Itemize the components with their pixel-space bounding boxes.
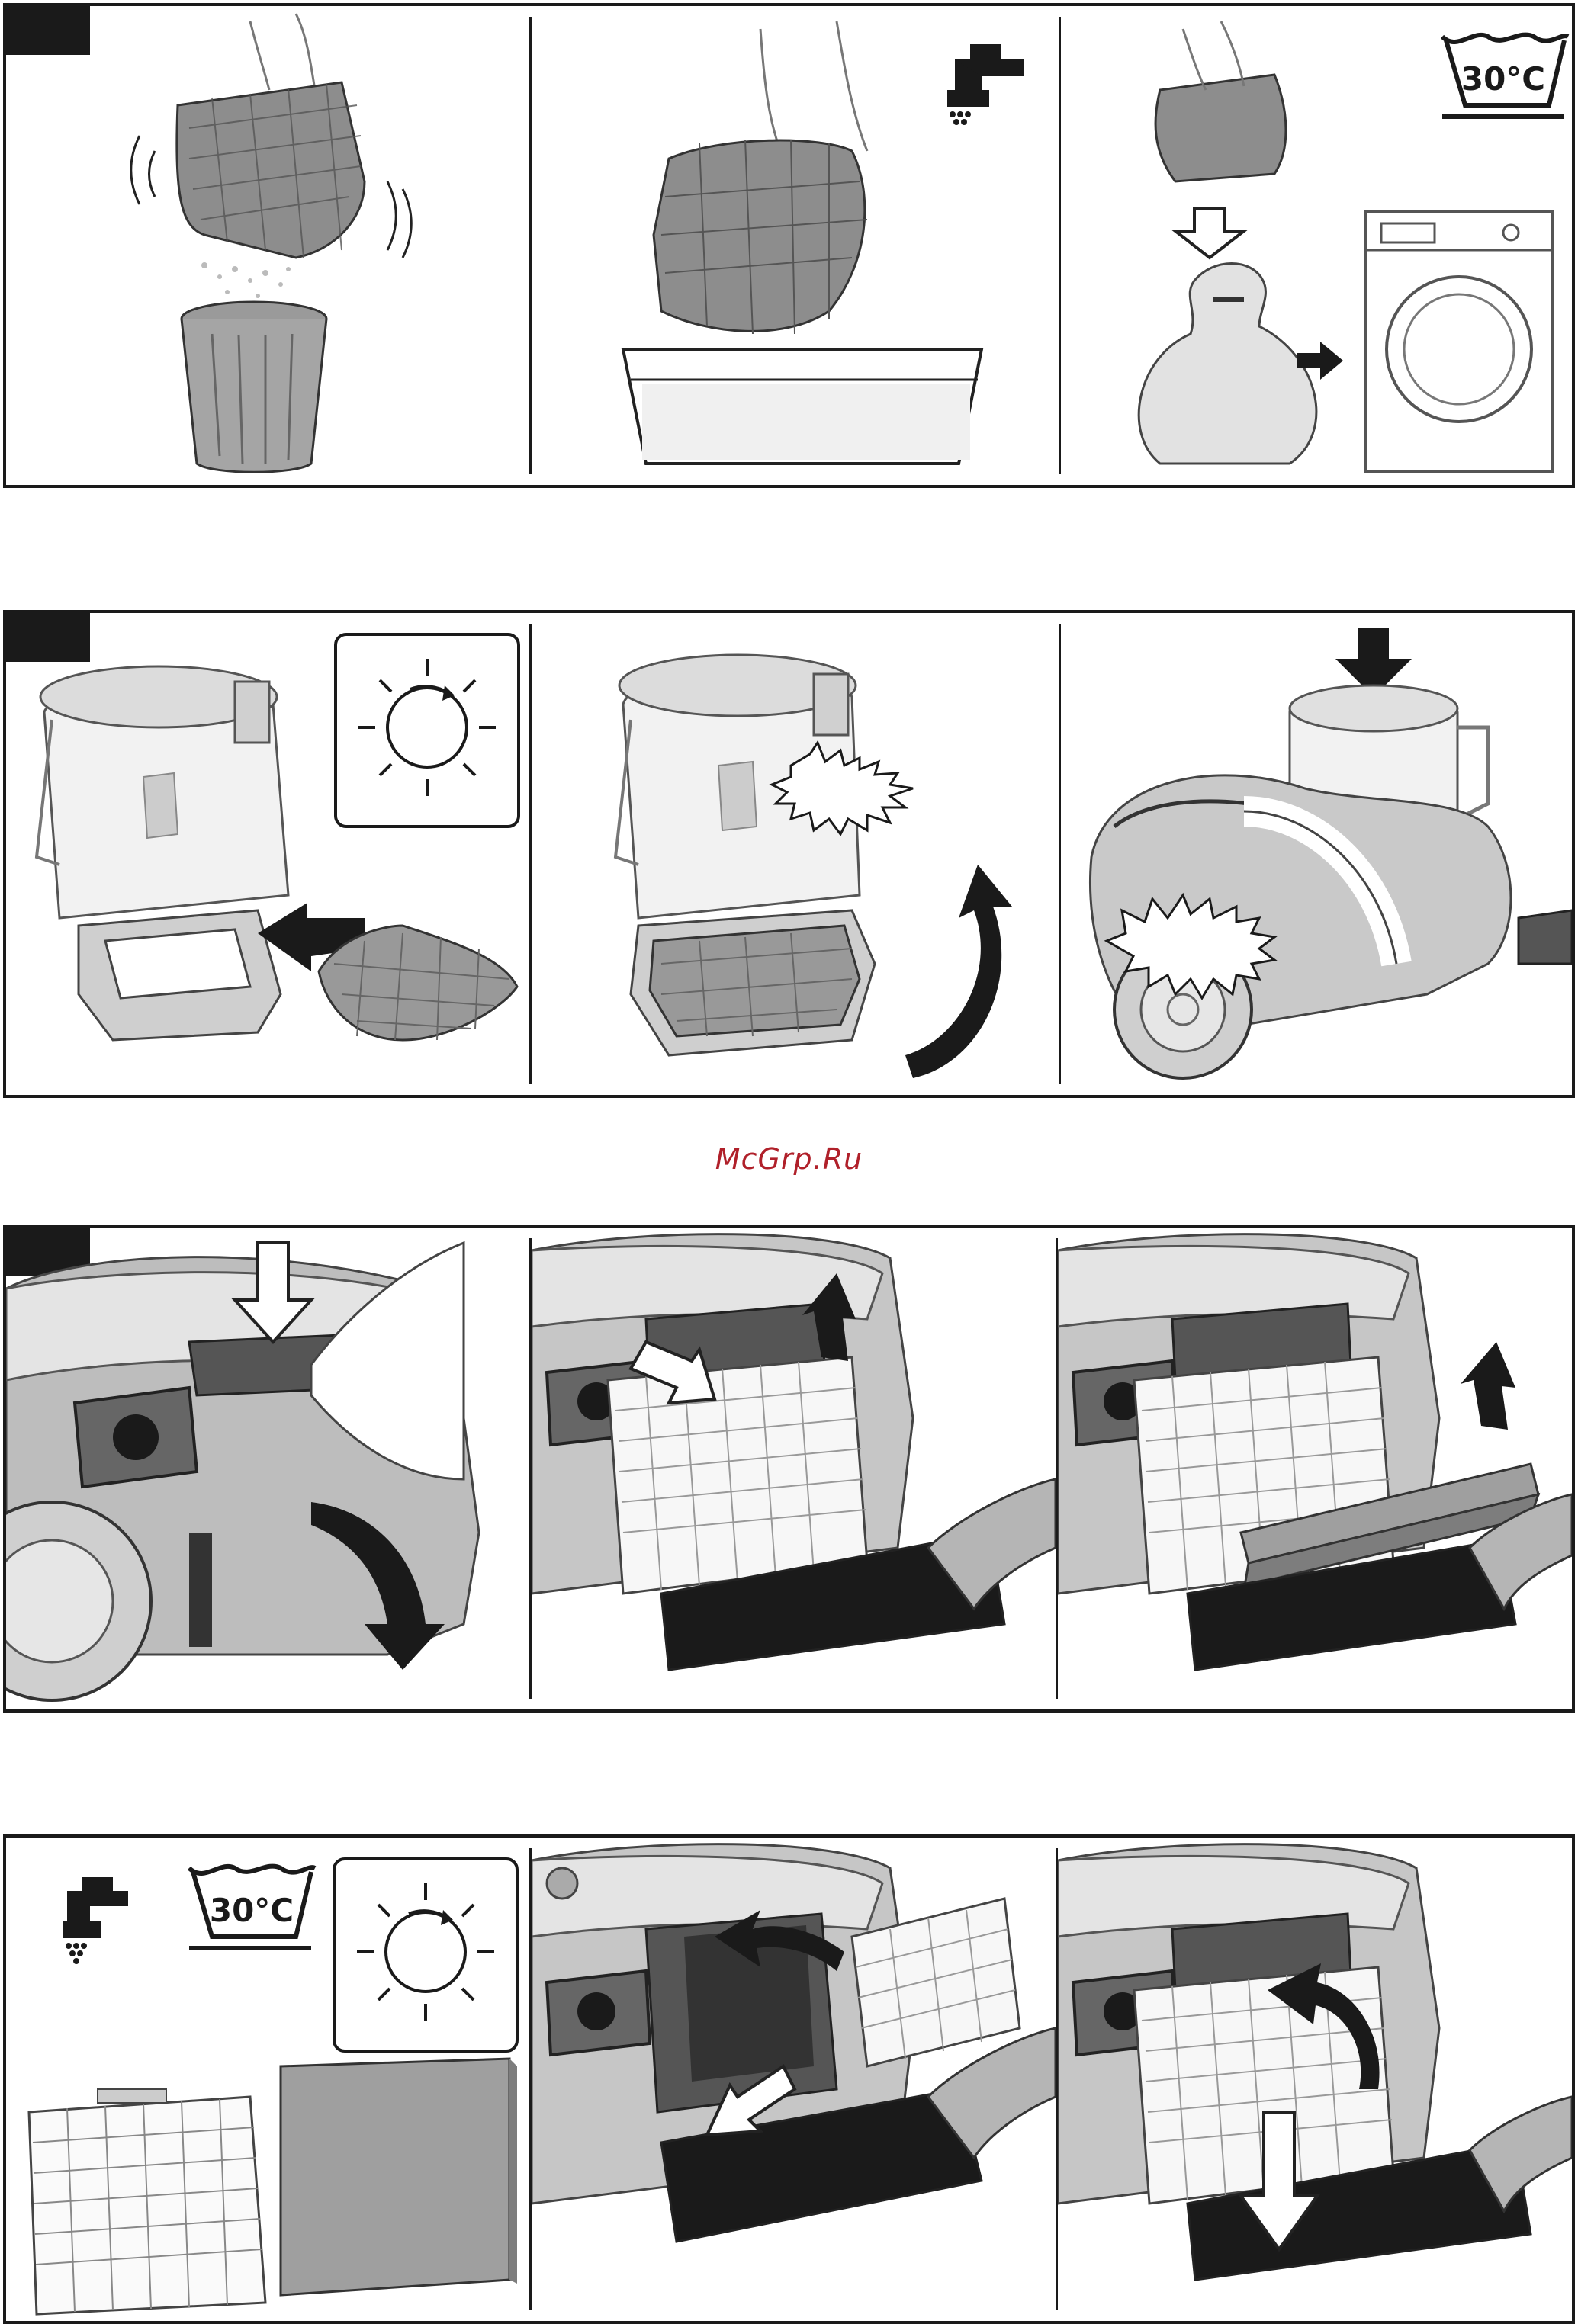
wash-temperature-icon: 30°C [1442, 35, 1568, 117]
water-tap-icon [947, 44, 1024, 125]
close-lid-illustration [532, 613, 1059, 1095]
insert-hepa-illustration [532, 1838, 1056, 2321]
shake-filter-illustration [6, 6, 529, 485]
sun-dry-icon [334, 1859, 517, 2051]
panel-open-rear-cover [6, 1228, 529, 1709]
wash-temperature-label: 30°C [1461, 60, 1545, 98]
watermark: McGrp.Ru [0, 1142, 1578, 1176]
water-tap-icon [63, 1877, 128, 1964]
remove-hepa-illustration [532, 1228, 1056, 1709]
wash-dry-filters-illustration: 30°C [6, 1838, 529, 2321]
instruction-strip-1: 30°C [3, 3, 1575, 488]
panel-close-bottom-lid [532, 613, 1059, 1095]
remove-foam-illustration [1058, 1228, 1572, 1709]
open-cover-illustration [6, 1228, 529, 1709]
instruction-strip-2 [3, 610, 1575, 1098]
panel-insert-hepa-filter [532, 1838, 1056, 2321]
panel-machine-wash-in-bag: 30°C [1061, 6, 1572, 485]
wash-temperature-label: 30°C [210, 1892, 294, 1929]
insert-container-illustration [1061, 613, 1572, 1095]
wash-temperature-icon: 30°C [189, 1867, 315, 1948]
rinse-filter-illustration [532, 6, 1059, 485]
panel-dry-and-insert-filter [6, 613, 529, 1095]
panel-remove-foam-pad [1058, 1228, 1572, 1709]
panel-shake-out-dust [6, 6, 529, 485]
panel-close-rear-cover [1058, 1838, 1572, 2321]
sun-dry-icon [336, 634, 519, 827]
panel-remove-hepa-filter [532, 1228, 1056, 1709]
machine-wash-illustration: 30°C [1061, 6, 1572, 485]
panel-wash-and-dry-filters: 30°C [6, 1838, 529, 2321]
instruction-strip-3 [3, 1225, 1575, 1713]
panel-insert-dust-container [1061, 613, 1572, 1095]
panel-rinse-under-water [532, 6, 1059, 485]
insert-filter-illustration [6, 613, 529, 1095]
instruction-strip-4: 30°C [3, 1834, 1575, 2324]
close-cover-illustration [1058, 1838, 1572, 2321]
